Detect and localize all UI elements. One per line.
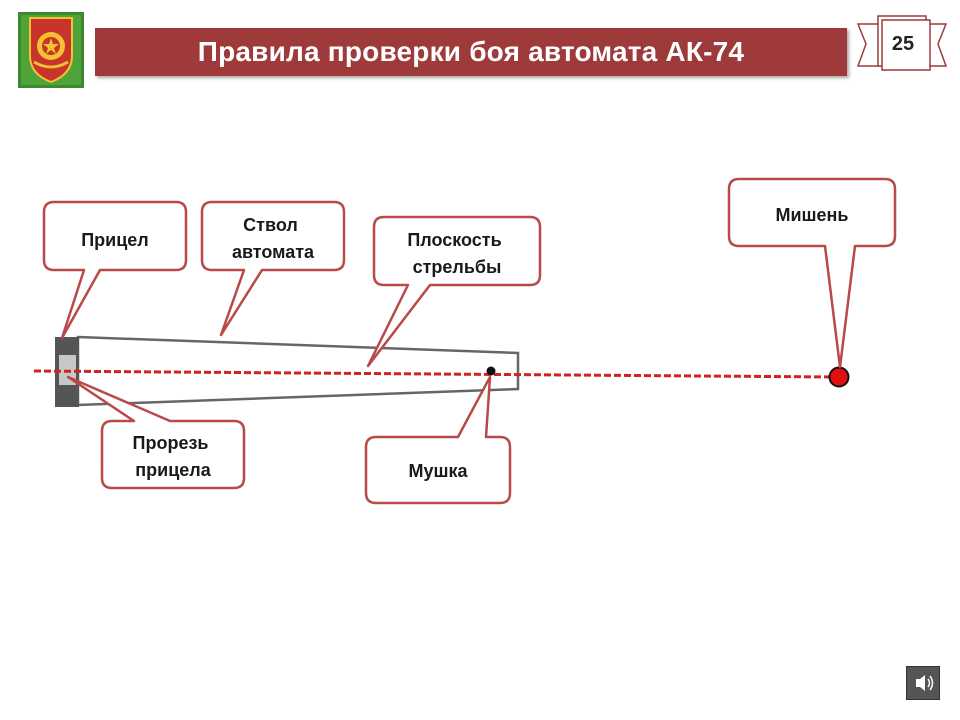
speaker-icon[interactable]	[906, 666, 940, 700]
military-emblem-icon	[18, 12, 84, 88]
svg-text:Ствол автомата: Ствол автомата	[232, 215, 315, 262]
svg-text:Прицел: Прицел	[81, 230, 149, 250]
page-badge	[856, 15, 948, 71]
callout-barrel-line1: Ствол	[243, 215, 298, 235]
callout-fire-plane-line1: Плоскость	[407, 230, 501, 250]
target-point	[828, 366, 850, 388]
callout-sight: Прицел	[42, 200, 188, 340]
page-number: 25	[891, 32, 915, 55]
callout-target-label: Мишень	[775, 205, 848, 225]
fire-line	[33, 369, 837, 379]
callout-barrel: Ствол автомата	[200, 200, 346, 337]
callout-fire-plane: Плоскость стрельбы	[366, 215, 542, 368]
svg-text:Прорезь прицела: Прорезь прицела	[133, 433, 214, 480]
svg-text:Плоскость стрельбы: Плоскость стрельбы	[407, 230, 506, 277]
callout-front-sight-label: Мушка	[408, 461, 468, 481]
callout-sight-slot: Прорезь прицела	[66, 375, 246, 490]
callout-fire-plane-line2: стрельбы	[413, 257, 502, 277]
title-bar: Правила проверки боя автомата АК-74	[95, 28, 847, 76]
callout-sight-label: Прицел	[81, 230, 149, 250]
front-sight-dot	[486, 366, 496, 376]
svg-text:Мушка: Мушка	[408, 461, 468, 481]
callout-barrel-line2: автомата	[232, 242, 315, 262]
callout-front-sight: Мушка	[364, 375, 512, 505]
callout-target: Мишень	[727, 177, 897, 369]
barrel-outline	[76, 335, 520, 407]
callout-sight-slot-line1: Прорезь	[133, 433, 209, 453]
callout-sight-slot-line2: прицела	[135, 460, 211, 480]
svg-text:Мишень: Мишень	[775, 205, 848, 225]
slide-title: Правила проверки боя автомата АК-74	[197, 36, 745, 67]
